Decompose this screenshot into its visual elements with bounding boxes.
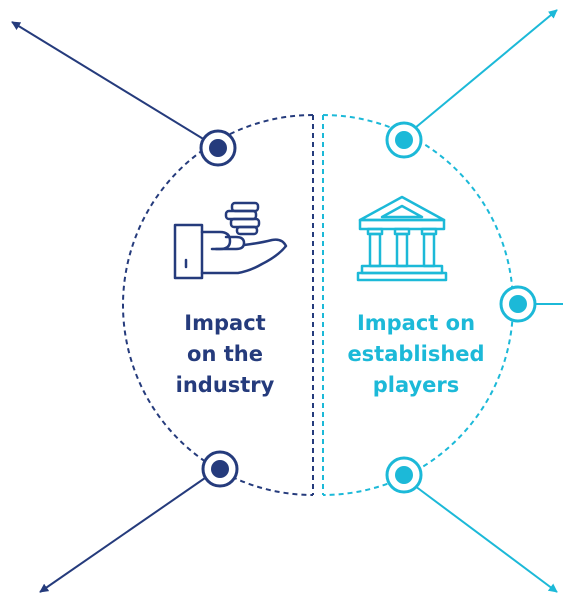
left-dashed-arc xyxy=(122,114,314,496)
arrow-top-left xyxy=(11,21,206,141)
arrow-bottom-left xyxy=(39,477,206,593)
node-bottom-right xyxy=(385,456,423,494)
bank-building-icon xyxy=(356,195,448,282)
left-label-line-2: on the xyxy=(187,342,263,366)
left-label-line-3: industry xyxy=(175,373,275,397)
left-label-line-1: Impact xyxy=(184,311,266,335)
node-right xyxy=(499,285,537,323)
arrow-bottom-right xyxy=(414,485,558,593)
arrow-top-right xyxy=(414,9,558,129)
node-top-left xyxy=(199,129,237,167)
left-label: Impact on the industry xyxy=(150,308,300,401)
hand-with-coins-icon xyxy=(173,201,288,280)
right-dashed-arc xyxy=(322,114,514,496)
right-label: Impact on established players xyxy=(326,308,506,401)
node-bottom-left xyxy=(201,450,239,488)
right-label-line-2: established xyxy=(347,342,485,366)
right-label-line-3: players xyxy=(372,373,460,397)
node-top-right xyxy=(385,121,423,159)
right-label-line-1: Impact on xyxy=(356,311,476,335)
